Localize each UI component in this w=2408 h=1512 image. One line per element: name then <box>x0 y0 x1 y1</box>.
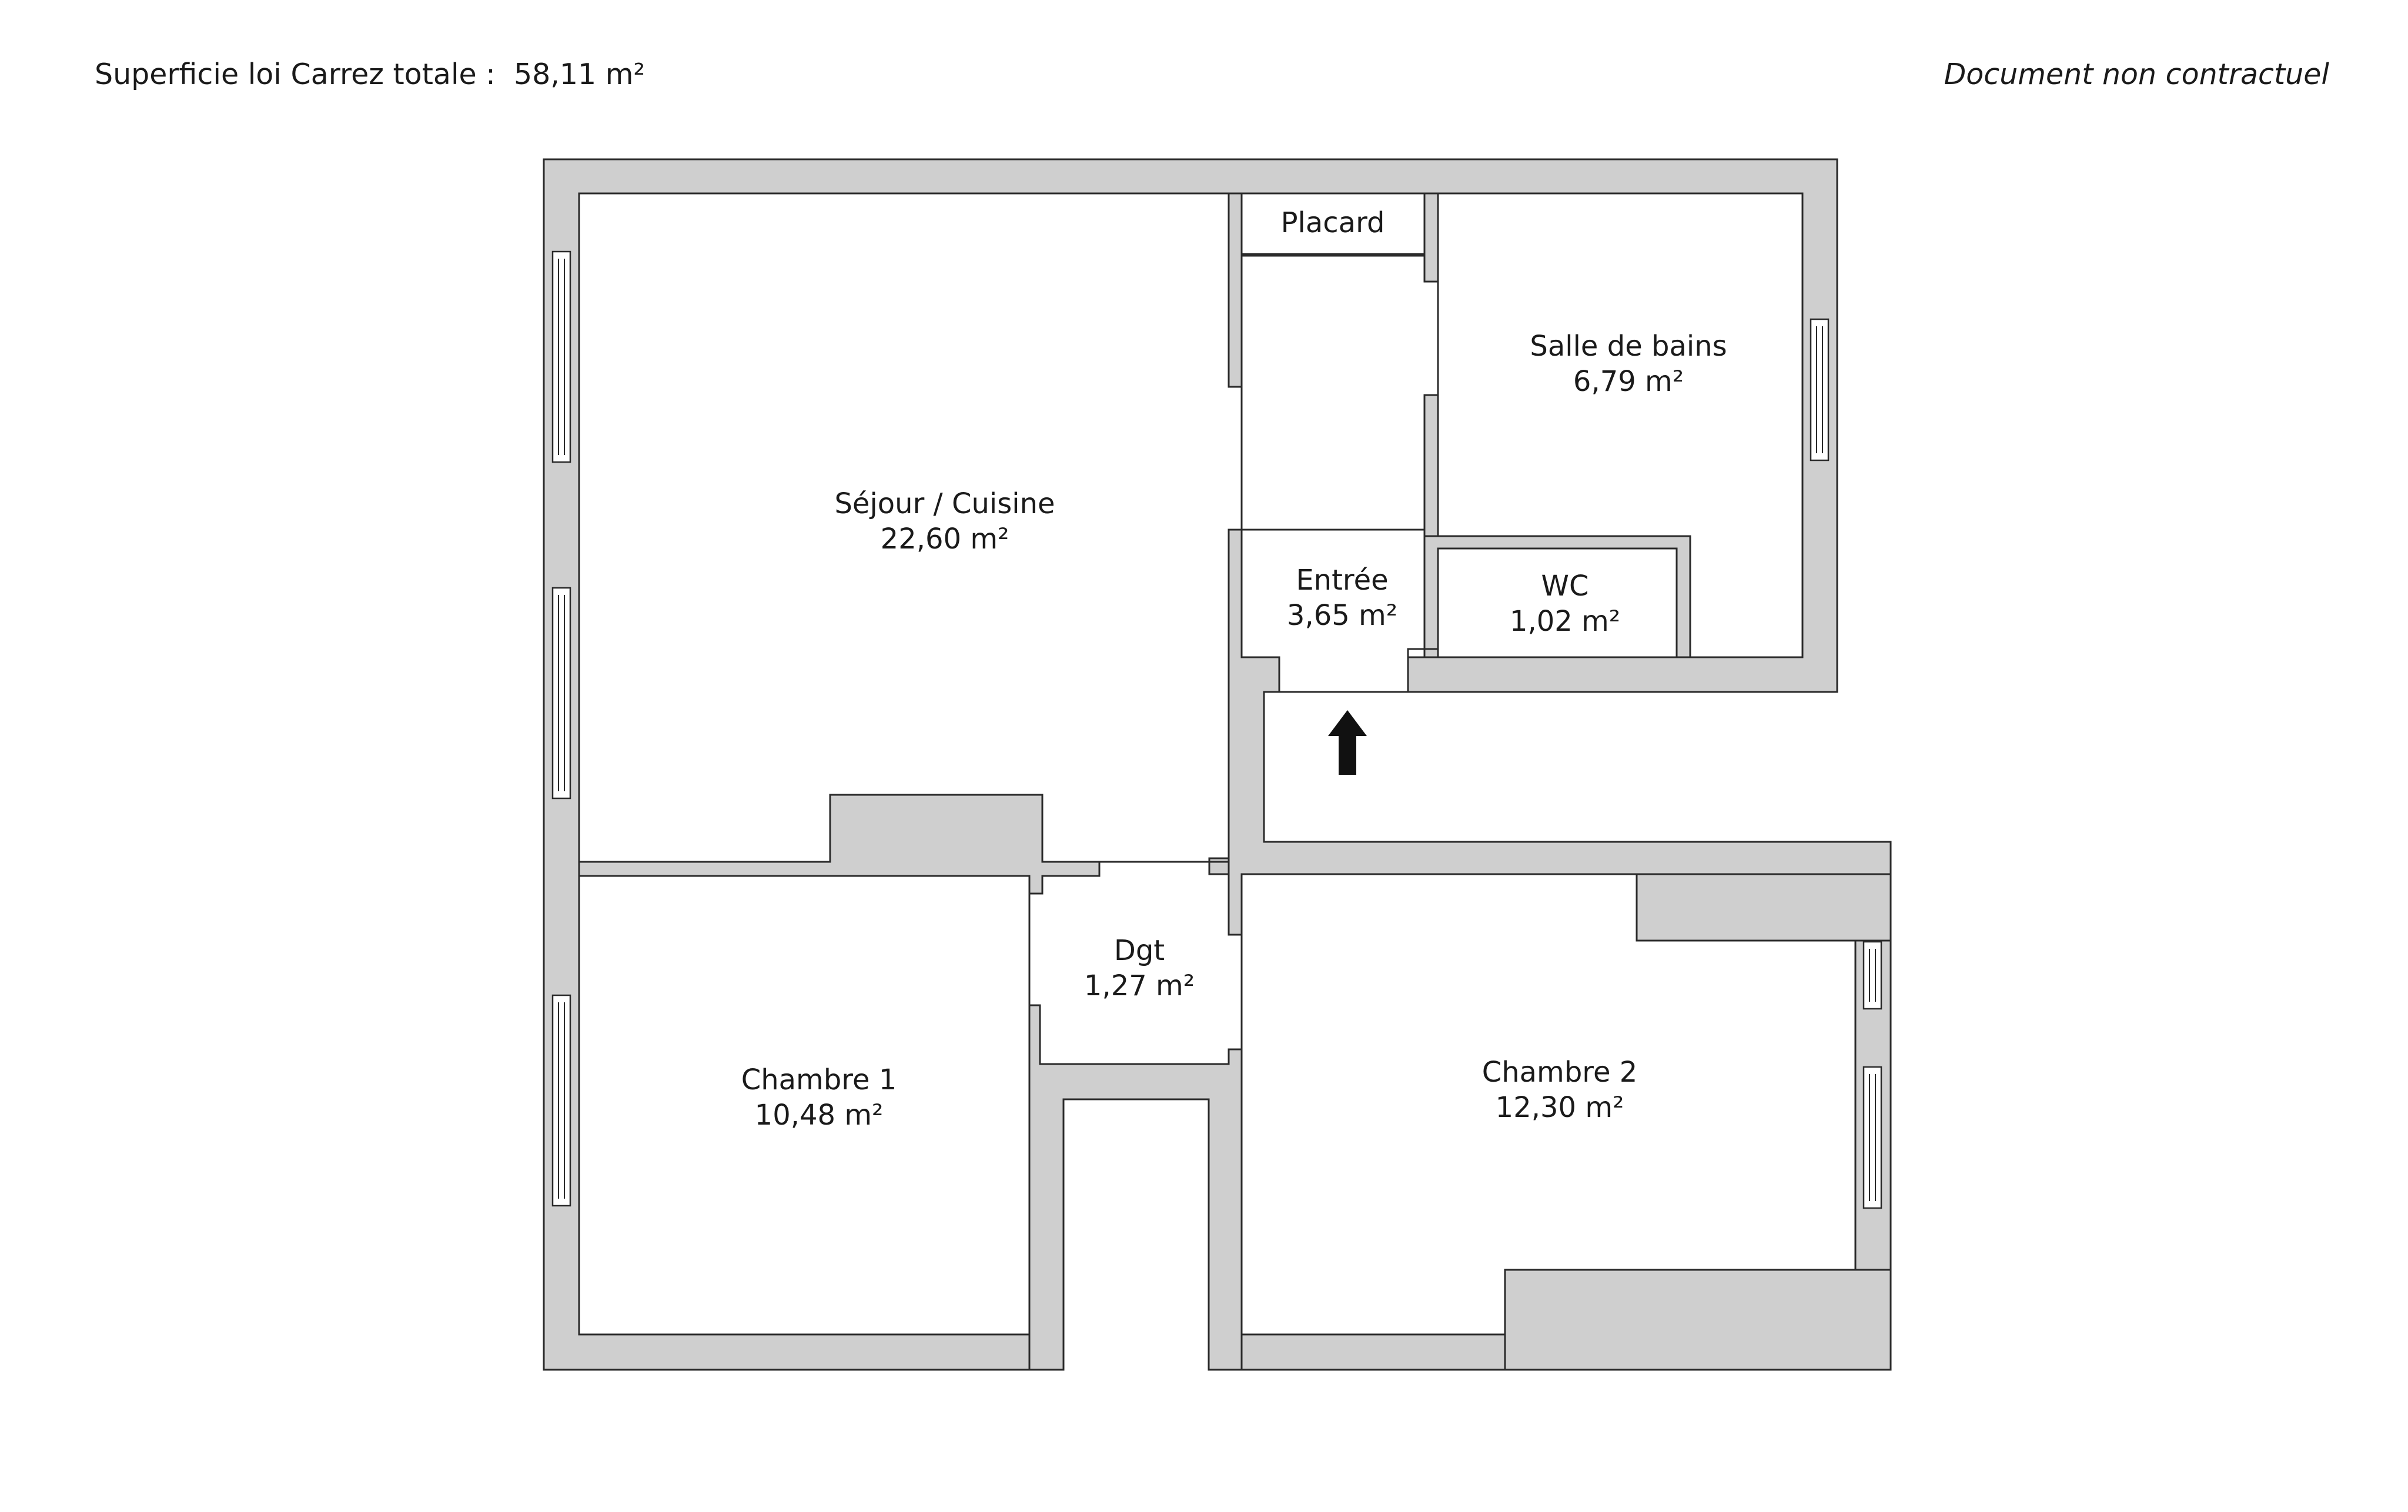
label-chambre2-name: Chambre 2 <box>1482 1056 1638 1089</box>
wall-bath-left-top <box>1423 192 1439 283</box>
total-area-label: Superficie loi Carrez totale : 58,11 m² <box>95 58 646 91</box>
label-entree-area: 3,65 m² <box>1287 599 1397 632</box>
label-wc-name: WC <box>1541 570 1589 603</box>
window-chambre2-bottom <box>1862 1066 1882 1209</box>
wall-sejour-chambre1 <box>578 794 1101 895</box>
label-dgt-area: 1,27 m² <box>1084 969 1195 1002</box>
wall-bath-partition <box>1423 394 1439 537</box>
room-dgt <box>1029 874 1242 1064</box>
wall-sejour-divider-top <box>1228 192 1243 388</box>
wall-entry-right-stub <box>1423 648 1439 658</box>
label-sejour-area: 22,60 m² <box>881 523 1009 556</box>
window-chambre1 <box>551 994 571 1207</box>
window-chambre2-top <box>1862 941 1882 1010</box>
label-wc-area: 1,02 m² <box>1510 605 1620 638</box>
room-wc <box>1437 547 1678 658</box>
label-placard-name: Placard <box>1281 206 1385 239</box>
wall-entry-vertical <box>1228 528 1892 936</box>
label-sdb-name: Salle de bains <box>1530 330 1727 363</box>
entrance-arrow-icon <box>1328 710 1367 775</box>
wall-chambre2-bottom-right <box>1504 1269 1892 1371</box>
label-dgt-name: Dgt <box>1114 934 1165 967</box>
label-chambre1-name: Chambre 1 <box>741 1063 897 1096</box>
room-placard <box>1240 192 1426 257</box>
wall-chambre2-alcove <box>1636 873 1892 942</box>
window-sejour-bottom <box>551 587 571 800</box>
label-chambre2-area: 12,30 m² <box>1496 1091 1624 1124</box>
window-salle-de-bains <box>1810 318 1830 461</box>
wall-corridor-left <box>1028 1004 1243 1371</box>
label-chambre1-area: 10,48 m² <box>755 1099 884 1132</box>
label-entree-name: Entrée <box>1296 564 1388 597</box>
label-sejour-name: Séjour / Cuisine <box>834 487 1055 520</box>
wall-placard-bottom <box>1240 253 1426 257</box>
label-sdb-area: 6,79 m² <box>1573 365 1684 398</box>
window-sejour-top <box>551 250 571 463</box>
disclaimer-label: Document non contractuel <box>1944 58 2329 91</box>
